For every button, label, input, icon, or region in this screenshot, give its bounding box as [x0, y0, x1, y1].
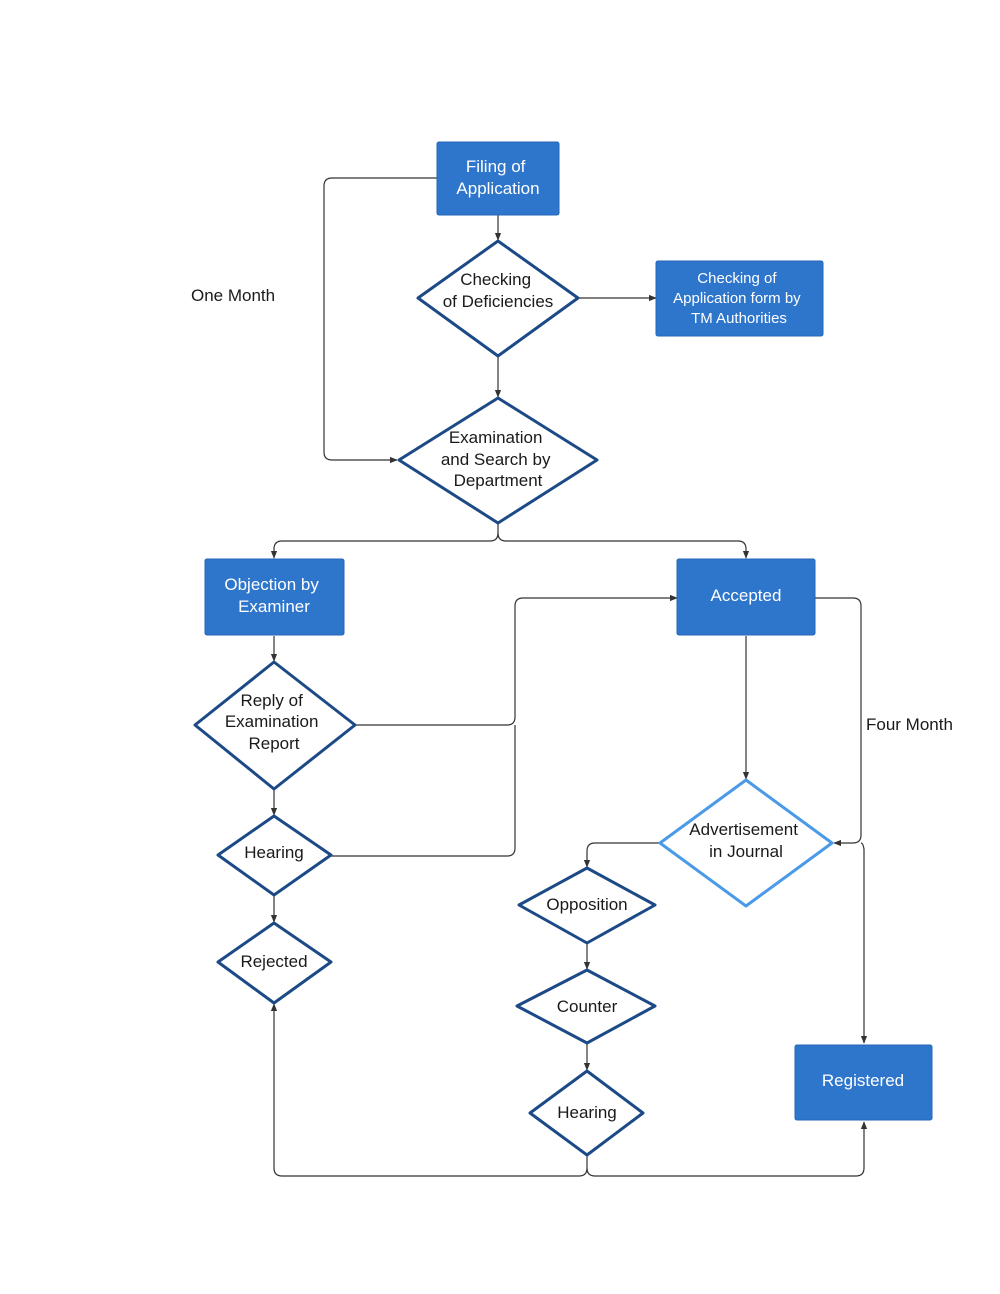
- node-label-line: Hearing: [557, 1103, 617, 1122]
- node-registered[interactable]: Registered: [794, 1044, 933, 1121]
- node-checking-of-deficiencies[interactable]: Checking of Deficiencies: [416, 239, 580, 358]
- node-label-line: TM Authorities: [691, 310, 787, 327]
- svg-text:Filing of Application: Filing of Application: [456, 157, 539, 198]
- svg-text:Reply of Examination: Reply of Examination Report: [225, 691, 323, 753]
- svg-text:Objection by Examiner: Objection by Examiner: [224, 575, 323, 616]
- connector-advertisement-to-opposition: [583, 842, 660, 868]
- svg-text:Hearing: Hearing: [557, 1103, 617, 1122]
- node-label-line: Opposition: [546, 895, 627, 914]
- connector-examination-to-objection: [270, 523, 499, 559]
- connector-hearing-to-rejected-bottom: [270, 1003, 588, 1177]
- connector-hearing-to-registered-bottom: [586, 1121, 868, 1177]
- node-label-line: Advertisement: [689, 820, 798, 839]
- connector-accepted-to-advertisement-four-month: [815, 597, 862, 847]
- node-reply-of-examination-report[interactable]: Reply of Examination Report: [193, 660, 357, 791]
- svg-text:Accepted: Accepted: [711, 586, 782, 605]
- node-hearing-right[interactable]: Hearing: [528, 1069, 645, 1157]
- node-accepted[interactable]: Accepted: [676, 558, 816, 636]
- svg-text:Registered: Registered: [822, 1071, 904, 1090]
- node-filing-of-application[interactable]: Filing of Application: [436, 141, 560, 216]
- node-label-line: Hearing: [244, 843, 304, 862]
- node-label-line: Reply of: [240, 691, 303, 710]
- node-opposition[interactable]: Opposition: [517, 866, 657, 945]
- connector-hearing-to-accepted: [331, 725, 516, 857]
- node-label-line: Application: [456, 179, 539, 198]
- svg-text:Rejected: Rejected: [240, 952, 307, 971]
- node-label-line: Counter: [557, 997, 618, 1016]
- connectors: [270, 177, 868, 1177]
- svg-text:Advertisement in Journal: Advertisement in Journal: [689, 820, 802, 861]
- node-examination-and-search[interactable]: Examination and Search by Department: [397, 396, 599, 525]
- connector-filing-to-examination-one-month: [323, 177, 437, 464]
- node-label-line: Registered: [822, 1071, 904, 1090]
- node-checking-of-application-form[interactable]: Checking of Application form by TM Autho…: [655, 260, 824, 337]
- label-one-month: One Month: [191, 286, 275, 305]
- connector-advertisement-to-registered: [860, 842, 868, 1044]
- node-label-line: Checking: [460, 270, 531, 289]
- node-label-line: of Deficiencies: [443, 292, 554, 311]
- node-label-line: Accepted: [711, 586, 782, 605]
- svg-text:Checking of Deficiencies: Checking of Deficiencies: [443, 270, 554, 311]
- node-rejected[interactable]: Rejected: [216, 921, 333, 1005]
- svg-text:Counter: Counter: [557, 997, 618, 1016]
- svg-text:Hearing: Hearing: [244, 843, 304, 862]
- node-label-line: Examiner: [238, 597, 310, 616]
- node-label-line: Application form by: [673, 290, 801, 307]
- node-label-line: and Search by: [441, 450, 551, 469]
- node-label-line: Checking of: [697, 270, 777, 287]
- connector-examination-to-accepted: [497, 532, 750, 559]
- connector-reply-to-accepted: [355, 594, 678, 726]
- node-label-line: Examination: [449, 428, 543, 447]
- node-label-line: Filing of: [466, 157, 526, 176]
- svg-text:Opposition: Opposition: [546, 895, 627, 914]
- node-label-line: Department: [454, 471, 543, 490]
- label-four-month: Four Month: [866, 715, 953, 734]
- node-label-line: Rejected: [240, 952, 307, 971]
- node-label-line: in Journal: [709, 842, 783, 861]
- node-objection-by-examiner[interactable]: Objection by Examiner: [204, 558, 345, 636]
- svg-text:Checking of Application: Checking of Application form by TM Autho…: [673, 270, 805, 327]
- node-label-line: Report: [248, 734, 299, 753]
- node-advertisement-in-journal[interactable]: Advertisement in Journal: [658, 778, 834, 908]
- svg-text:Examination and Search b: Examination and Search by Department: [441, 428, 555, 490]
- node-label-line: Objection by: [224, 575, 319, 594]
- node-label-line: Examination: [225, 712, 319, 731]
- node-counter[interactable]: Counter: [515, 968, 657, 1045]
- node-hearing-left[interactable]: Hearing: [216, 814, 333, 897]
